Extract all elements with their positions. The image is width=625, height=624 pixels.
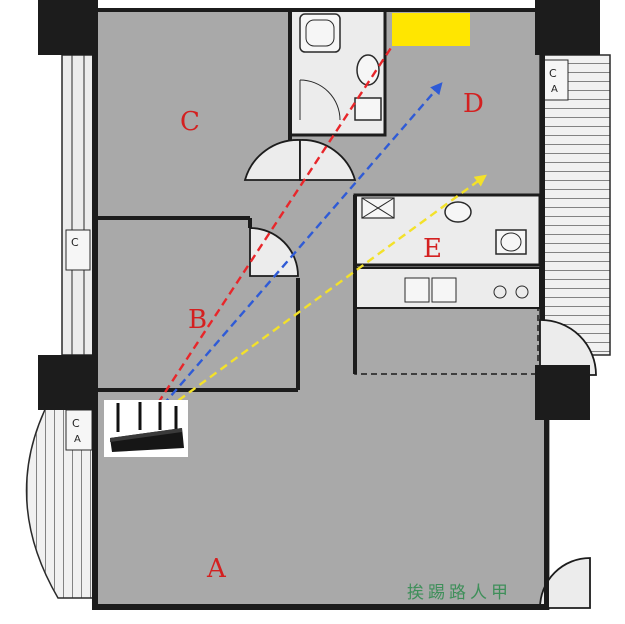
target-marker-icon (392, 13, 470, 46)
room-label-c: C (180, 107, 200, 137)
svg-text:C: C (549, 67, 557, 80)
svg-text:C: C (72, 417, 80, 430)
balcony-left-top: C (61, 54, 96, 356)
signal-path-yellow (167, 174, 487, 409)
kitchen-counter (354, 267, 541, 309)
signal-path-red (156, 25, 406, 404)
room-label-a: A (206, 554, 227, 584)
bathroom-e (353, 193, 542, 267)
bathroom-top (288, 8, 387, 137)
balcony-right: C A (539, 54, 611, 356)
room-label-e: E (423, 234, 442, 264)
signal-path-blue (162, 82, 443, 406)
exterior-walls (38, 0, 600, 610)
svg-text:A: A (551, 84, 558, 95)
room-label-d: D (463, 89, 484, 119)
room-label-b: B (188, 305, 207, 335)
svg-text:C: C (71, 236, 79, 249)
interior-walls (95, 10, 357, 392)
svg-text:A: A (74, 434, 81, 445)
watermark-text: 挨踢路人甲 (407, 583, 512, 603)
wifi-signal-paths (156, 25, 487, 409)
wifi-router-icon (104, 400, 188, 457)
